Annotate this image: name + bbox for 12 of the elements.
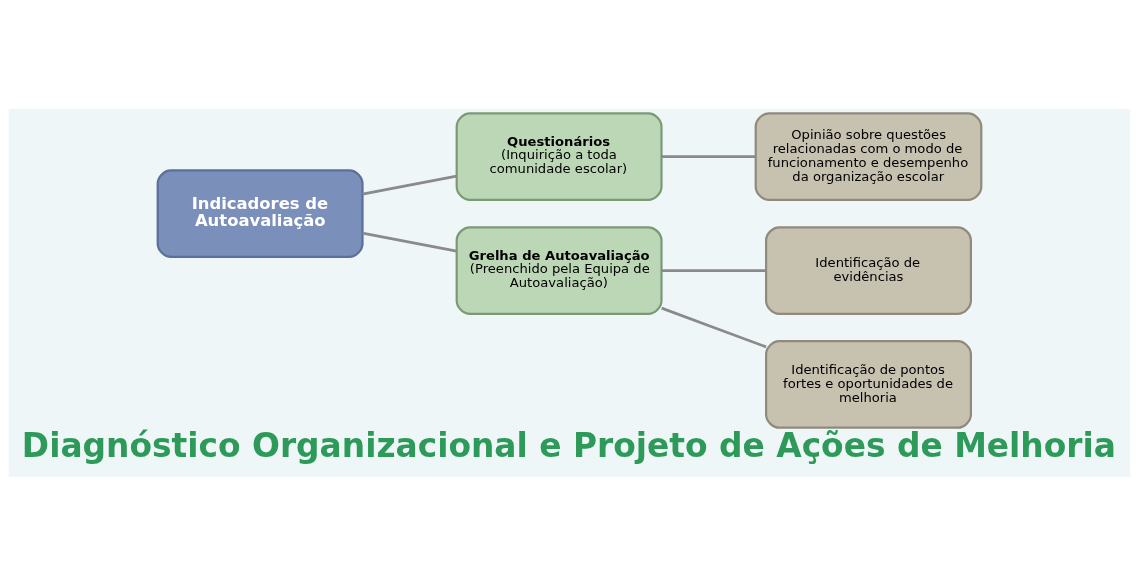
caption: Diagnóstico Organizacional e Projeto de Ações de Melhoria [21,426,1116,465]
connector [661,154,756,158]
connector [362,174,457,195]
node-box: Questionários (Inquirição a toda comunidade escolar) [455,111,663,201]
node-box: Grelha de Autoavaliação (Preenchido pela Equipa de Autoavaliação) [455,225,663,315]
node-box: Identificação de evidências [765,225,972,315]
connector [661,268,767,272]
connector [661,306,767,348]
node-box: Opinião sobre questões relacionadas com o modo de funcionamento e desempenho da organização escolar [754,111,983,201]
connector [362,231,457,252]
node-box: Indicadores de Autoavaliação [156,168,364,258]
node-box: Identificação de pontos fortes e oportunidades de melhoria [765,339,972,429]
